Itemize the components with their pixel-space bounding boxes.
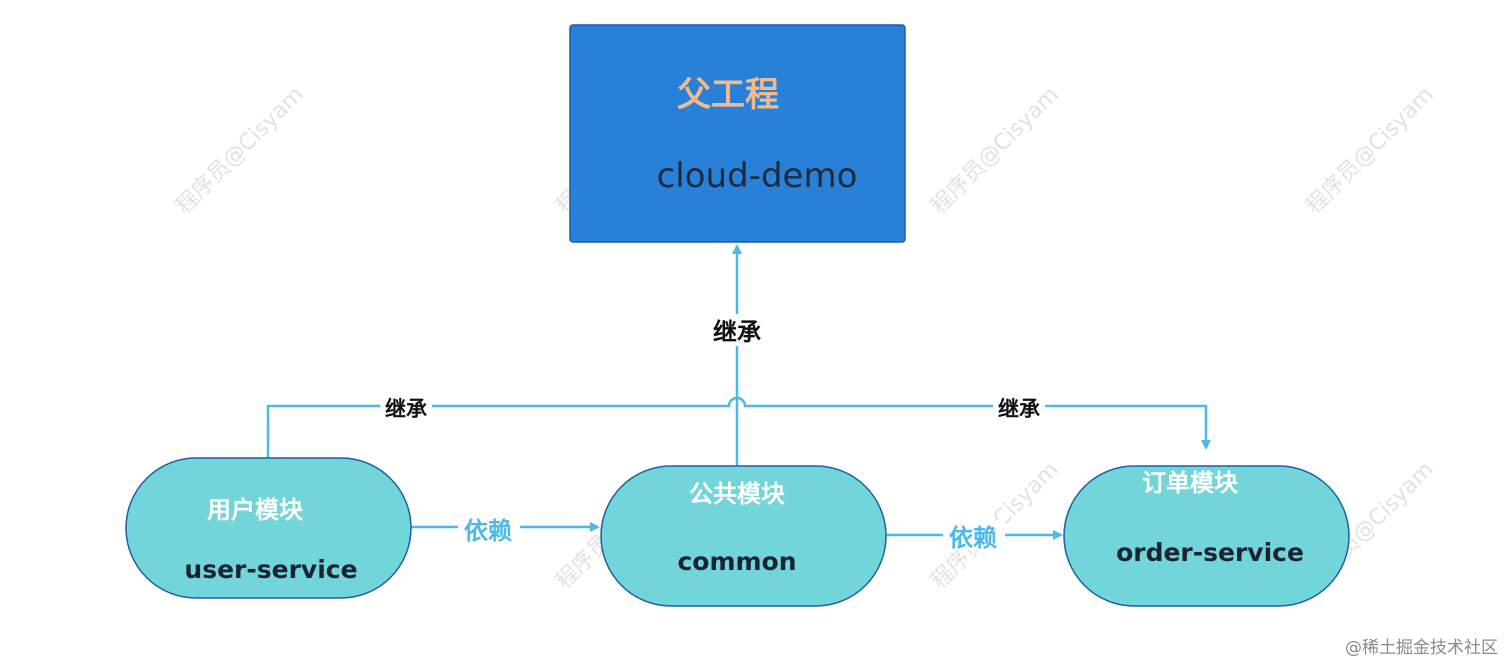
common-module-box	[600, 465, 887, 607]
label-backdrop	[458, 512, 520, 542]
parent-title: 父工程	[677, 75, 779, 115]
inherit-route-horizontal	[266, 396, 1211, 458]
label-backdrop	[993, 394, 1045, 420]
label-backdrop	[380, 394, 432, 420]
watermark: 程序员@Cisyam	[1302, 82, 1439, 219]
label-backdrop	[706, 314, 768, 346]
user-module-subtitle: user-service	[184, 555, 357, 584]
order-module-subtitle: order-service	[1116, 538, 1304, 567]
common-module-node: 公共模块 common	[600, 465, 887, 607]
parent-project-node: 父工程 cloud-demo	[569, 24, 906, 243]
inherit-label-center: 继承	[713, 318, 761, 346]
common-module-subtitle: common	[677, 547, 796, 576]
user-module-box	[125, 457, 412, 599]
label-backdrop	[943, 520, 1005, 550]
inherit-label-left: 继承	[385, 397, 427, 421]
site-credit: @稀土掘金技术社区	[1345, 638, 1498, 658]
watermark: 程序员@Cisyam	[172, 82, 309, 219]
order-module-box	[1063, 465, 1350, 607]
parent-subtitle: cloud-demo	[657, 156, 858, 196]
depend-label-left: 依赖	[464, 517, 512, 545]
depend-label-right: 依赖	[949, 524, 997, 552]
order-module-node: 订单模块 order-service	[1063, 465, 1350, 607]
order-module-title: 订单模块	[1142, 469, 1238, 497]
user-module-title: 用户模块	[207, 496, 303, 524]
user-module-node: 用户模块 user-service	[125, 457, 412, 599]
inherit-label-right: 继承	[998, 397, 1040, 421]
edge-labels: 继承 继承 继承 依赖 依赖	[380, 314, 1045, 552]
common-module-title: 公共模块	[689, 480, 785, 508]
parent-box	[569, 24, 906, 243]
watermark: 程序员@Cisyam	[927, 82, 1064, 219]
